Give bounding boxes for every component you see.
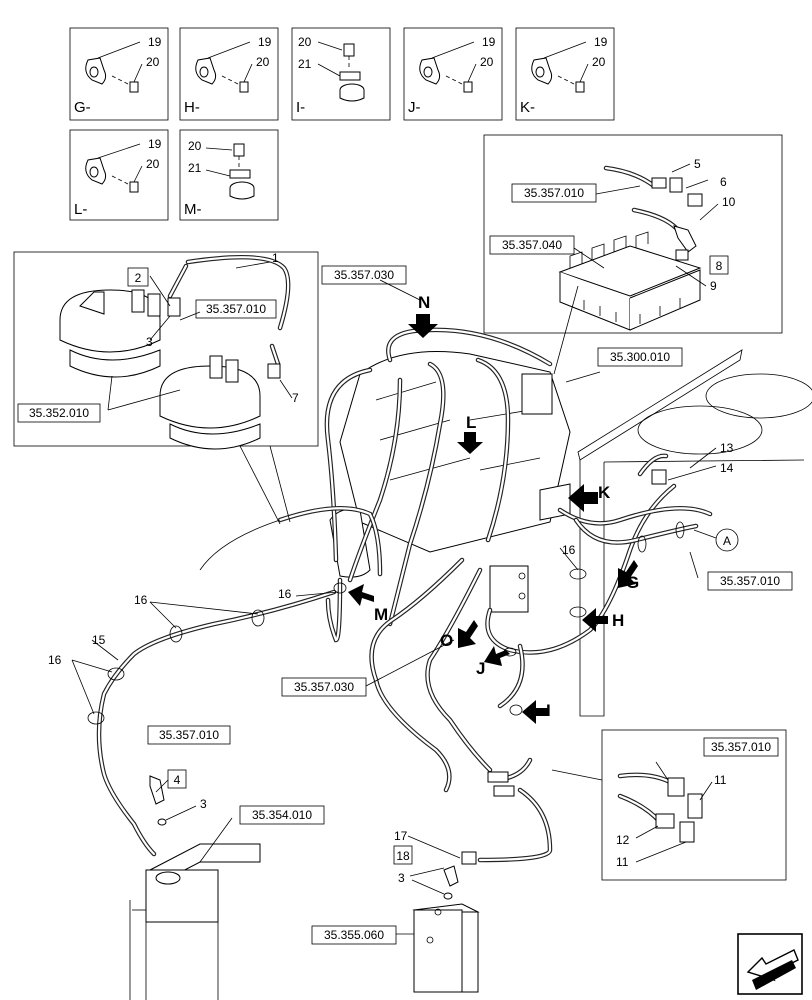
detail-m-num-1: 20 [188, 139, 202, 153]
arrow-label-j: J [476, 659, 485, 678]
arrow-label-l: L [466, 413, 476, 432]
detail-g-letter: G- [74, 99, 91, 116]
callout-14: 14 [720, 461, 734, 475]
ref-35-357-010-right: 35.357.010 [720, 574, 780, 588]
boxed-4: 4 [174, 773, 181, 787]
detail-j-letter: J- [408, 99, 421, 116]
detail-l-letter: L- [74, 201, 87, 218]
detail-l-num-2: 20 [146, 157, 160, 171]
detail-i: 20 21 I- [291, 27, 391, 121]
detail-i-num-2: 21 [298, 57, 312, 71]
ref-35-357-030-bottom: 35.357.030 [294, 680, 354, 694]
detail-i-letter: I- [296, 99, 305, 116]
ref-35-354-010: 35.354.010 [252, 808, 312, 822]
ref-35-357-040: 35.357.040 [502, 238, 562, 252]
callout-11-bottom: 11 [616, 855, 629, 869]
detail-m-letter: M- [184, 201, 202, 218]
callout-15: 15 [92, 633, 106, 647]
cylinder-assembly: 35.354.010 [129, 805, 325, 1000]
detail-g: 19 20 G- [69, 27, 169, 121]
callout-5: 5 [694, 157, 701, 171]
arrow-label-n: N [418, 293, 430, 312]
callout-6: 6 [720, 175, 727, 189]
main-assembly: N L K M G H O J I A 35.357.030 [48, 265, 812, 865]
callout-16-far-left: 16 [48, 653, 62, 667]
ref-35-357-010-top: 35.357.010 [524, 186, 584, 200]
boxed-2: 2 [135, 271, 142, 285]
ref-35-357-010-bottom-left: 35.357.010 [159, 728, 219, 742]
block-assembly: 17 18 3 35.355.060 [311, 829, 480, 993]
boxed-8: 8 [716, 259, 723, 273]
detail-j-num-1: 19 [482, 35, 496, 49]
callout-9: 9 [710, 279, 717, 293]
arrow-label-h: H [612, 611, 624, 630]
callout-7: 7 [292, 391, 299, 405]
previous-page-arrow-icon[interactable] [737, 933, 803, 995]
detail-g-num-1: 19 [148, 35, 162, 49]
ref-35-300-010: 35.300.010 [610, 350, 670, 364]
arrow-label-g: G [626, 573, 639, 592]
callout-11-top: 11 [714, 773, 727, 787]
callout-10: 10 [722, 195, 736, 209]
callout-17: 17 [394, 829, 408, 843]
callout-16-right: 16 [562, 543, 576, 557]
detail-h: 19 20 H- [179, 27, 279, 121]
detail-k-num-2: 20 [592, 55, 606, 69]
detail-h-num-1: 19 [258, 35, 272, 49]
ref-35-357-010-bottom-right: 35.357.010 [711, 740, 771, 754]
callout-3-left: 3 [146, 335, 153, 349]
callout-3-bottom-left: 3 [200, 797, 207, 811]
ref-35-355-060: 35.355.060 [324, 928, 384, 942]
arrow-label-i: I [546, 701, 551, 720]
detail-h-letter: H- [184, 99, 200, 116]
detail-m-num-2: 21 [188, 161, 202, 175]
ref-35-357-030-top: 35.357.030 [334, 268, 394, 282]
callout-12: 12 [616, 833, 630, 847]
callout-1: 1 [272, 251, 279, 265]
boxed-18: 18 [396, 849, 410, 863]
detail-j: 19 20 J- [403, 27, 503, 121]
callout-16-center: 16 [278, 587, 292, 601]
detail-i-num-1: 20 [298, 35, 312, 49]
arrow-label-m: M [374, 605, 388, 624]
detail-g-num-2: 20 [146, 55, 160, 69]
inset-top-right: 35.357.010 35.357.040 5 6 10 9 8 [483, 134, 783, 334]
detail-k-letter: K- [520, 99, 535, 116]
detail-l: 19 20 L- [69, 129, 169, 221]
callout-13: 13 [720, 441, 734, 455]
arrow-label-o: O [440, 631, 453, 650]
callout-16-left: 16 [134, 593, 148, 607]
detail-k: 19 20 K- [515, 27, 615, 121]
ref-35-352-010: 35.352.010 [29, 406, 89, 420]
circled-a: A [723, 534, 731, 548]
inset-bottom-right: 35.357.010 11 12 11 [551, 729, 787, 881]
inset-left: 2 3 1 7 35.357.010 35.352.010 [13, 251, 319, 450]
detail-l-num-1: 19 [148, 137, 162, 151]
arrow-label-k: K [598, 483, 611, 502]
ref-35-357-010-left: 35.357.010 [206, 302, 266, 316]
callout-3-bottom: 3 [398, 871, 405, 885]
detail-m: 20 21 M- [179, 129, 279, 221]
detail-h-num-2: 20 [256, 55, 270, 69]
detail-j-num-2: 20 [480, 55, 494, 69]
detail-k-num-1: 19 [594, 35, 608, 49]
